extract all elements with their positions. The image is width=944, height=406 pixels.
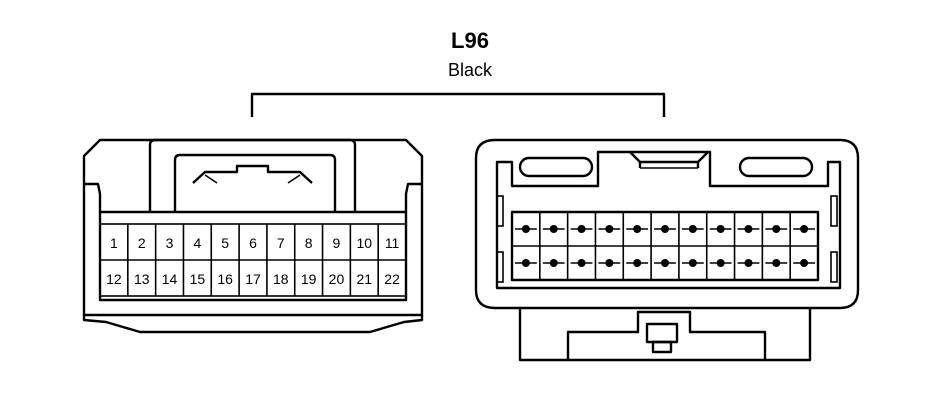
pin-dot (633, 225, 642, 233)
female-left-notch (84, 182, 102, 212)
pin-dot (800, 259, 809, 267)
pin-number: 18 (273, 271, 289, 287)
male-left-guide-slot (518, 156, 594, 178)
pin-number: 10 (356, 235, 372, 251)
female-latch-inner (173, 153, 337, 212)
pin-number: 19 (301, 271, 317, 287)
female-column-lines (127, 224, 379, 296)
male-top-latch (629, 151, 709, 164)
pin-dot (688, 225, 697, 233)
pin-number: 3 (166, 235, 174, 251)
male-left-rib-upper (496, 195, 504, 227)
male-bottom-lock-tab (645, 322, 679, 344)
pin-dot (605, 225, 614, 233)
male-pin-dots (515, 225, 815, 267)
pin-number: 8 (305, 235, 313, 251)
female-top-row: 1 2 3 4 5 6 7 8 9 10 11 (110, 235, 400, 251)
pin-dot (661, 259, 669, 267)
pin-number: 5 (221, 235, 229, 251)
pin-dot (800, 225, 809, 233)
male-right-guide-slot (738, 156, 814, 178)
pin-dot (688, 259, 697, 267)
connector-color-label: Black (448, 60, 493, 80)
female-bottom-row: 12 13 14 15 16 17 18 19 20 21 22 (106, 271, 400, 287)
pin-dot (744, 259, 753, 267)
pin-number: 6 (249, 235, 257, 251)
pin-dot (549, 259, 558, 267)
pin-dot (716, 225, 725, 233)
female-latch-ramps (204, 174, 301, 184)
male-bottom-lock-nub (651, 340, 673, 354)
pin-dot (661, 225, 669, 233)
pin-number: 17 (245, 271, 261, 287)
pin-number: 7 (277, 235, 285, 251)
pin-dot (549, 225, 558, 233)
pin-dot (577, 259, 586, 267)
male-left-rib-lower (496, 251, 504, 283)
male-right-rib-upper (830, 195, 838, 227)
pin-number: 20 (329, 271, 345, 287)
pin-number: 13 (134, 271, 150, 287)
pin-number: 15 (190, 271, 206, 287)
pin-dot (744, 225, 753, 233)
pin-dot (772, 259, 781, 267)
female-latch-outer (148, 138, 357, 212)
pin-number: 2 (138, 235, 146, 251)
pin-number: 22 (384, 271, 400, 287)
male-right-rib-lower (830, 251, 838, 283)
male-connector (474, 138, 860, 362)
female-latch-tab (192, 164, 313, 184)
female-right-notch (404, 182, 422, 212)
pin-dot (577, 225, 586, 233)
pin-number: 21 (356, 271, 372, 287)
pin-dot (772, 225, 781, 233)
pin-number: 1 (110, 235, 118, 251)
male-bottom-lock (566, 310, 767, 360)
pin-dot (633, 259, 642, 267)
pin-number: 11 (385, 235, 400, 251)
pin-dot (521, 259, 530, 267)
pin-dot (716, 259, 725, 267)
male-column-lines (539, 212, 791, 280)
pin-dot (605, 259, 614, 267)
male-lower-skirt (518, 308, 812, 362)
pin-number: 12 (106, 271, 122, 287)
male-inner-shroud (495, 150, 842, 290)
pin-number: 14 (162, 271, 178, 287)
pin-number: 9 (333, 235, 341, 251)
pin-number: 4 (193, 235, 201, 251)
connector-id: L96 (451, 28, 489, 53)
pin-dot (521, 225, 530, 233)
pin-number: 16 (217, 271, 233, 287)
male-housing-outline (474, 138, 860, 310)
bracket-line (250, 92, 666, 117)
